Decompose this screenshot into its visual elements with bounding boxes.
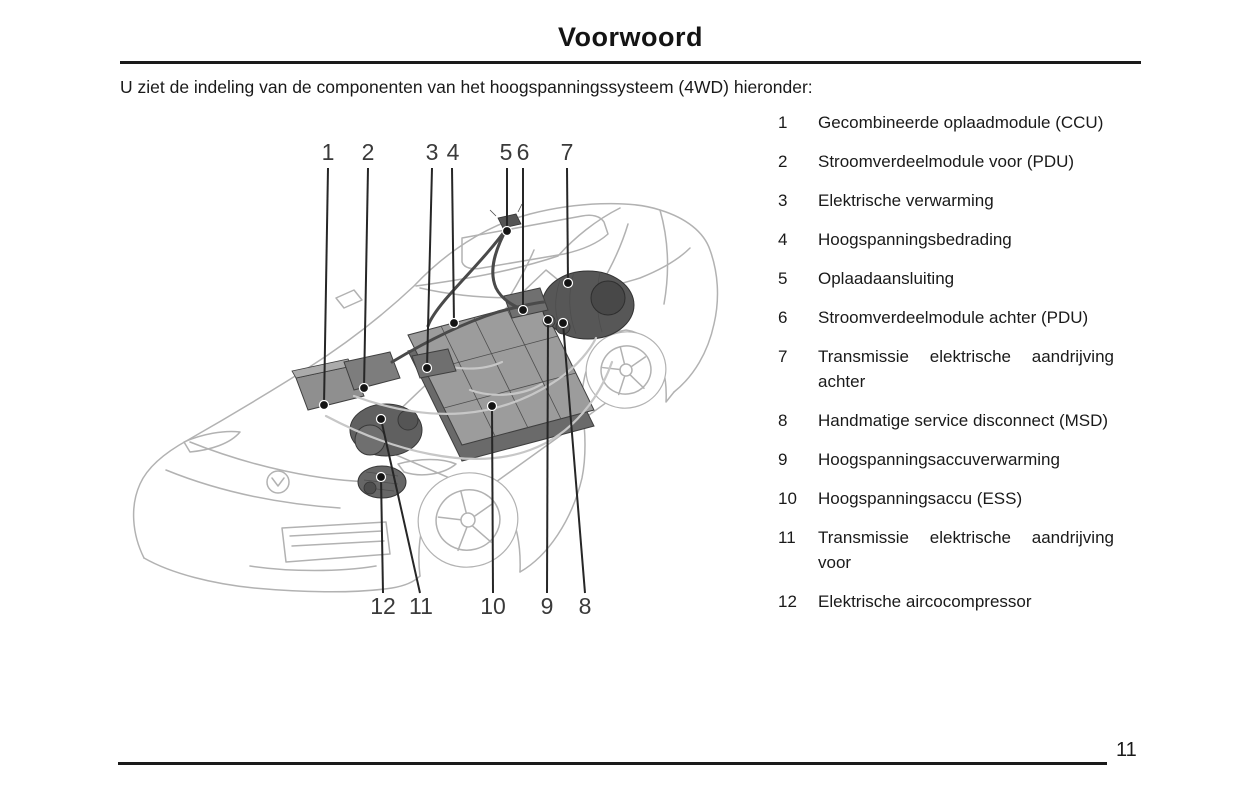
headlight-right [397, 458, 457, 476]
front-drive-components [291, 348, 457, 499]
callout-numbers: 1 2 3 4 5 6 7 12 11 10 9 8 [322, 139, 592, 619]
callout-9: 9 [541, 593, 554, 619]
license-plate [281, 521, 391, 563]
legend-item-number: 5 [778, 269, 788, 288]
intro-text: U ziet de indeling van de componenten va… [120, 77, 813, 97]
legend-item-label: Elektrische aircocompressor [818, 592, 1032, 611]
legend-item-number: 10 [778, 489, 797, 508]
legend-item-number: 12 [778, 592, 797, 611]
legend-item-number: 11 [778, 528, 796, 547]
legend-item-label: Transmissie elektrische aandrijving acht… [818, 347, 1114, 391]
callout-4: 4 [447, 139, 460, 165]
callout-5: 5 [500, 139, 513, 165]
page-header: Voorwoord [120, 22, 1141, 53]
brand-badge [266, 470, 290, 494]
legend-item-label: Hoogspanningsaccu (ESS) [818, 489, 1023, 508]
car-illustration [132, 202, 719, 593]
legend-item: 4 Hoogspanningsbedrading [778, 227, 1123, 252]
legend-item-number: 6 [778, 308, 788, 327]
legend-item-number: 2 [778, 152, 788, 171]
callout-8: 8 [579, 593, 592, 619]
rear-pdu-module [503, 287, 549, 319]
charge-cable [491, 226, 525, 312]
legend-item: 12 Elektrische aircocompressor [778, 589, 1123, 614]
legend-item: 6 Stroomverdeelmodule achter (PDU) [778, 305, 1123, 330]
callout-2: 2 [362, 139, 375, 165]
legend-item-label: Hoogspanningsaccuverwarming [818, 450, 1060, 469]
legend-item-label: Oplaadaansluiting [818, 269, 955, 288]
legend-item: 7 Transmissie elektrische aandrijving ach… [778, 344, 1123, 394]
legend-item-number: 4 [778, 230, 788, 249]
legend-item: 11 Transmissie elektrische aandrijving vo… [778, 525, 1123, 575]
page-title: Voorwoord [558, 22, 703, 52]
legend-item: 9 Hoogspanningsaccuverwarming [778, 447, 1123, 472]
legend-item-label: Hoogspanningsbedrading [818, 230, 1012, 249]
legend-item-number: 8 [778, 411, 788, 430]
legend-item: 10 Hoogspanningsaccu (ESS) [778, 486, 1123, 511]
legend-item: 1 Gecombineerde oplaadmodule (CCU) [778, 110, 1123, 135]
callout-11: 11 [409, 593, 433, 619]
legend-item-label: Stroomverdeelmodule achter (PDU) [818, 308, 1089, 327]
legend-item: 5 Oplaadaansluiting [778, 266, 1123, 291]
legend-item-label: Stroomverdeelmodule voor (PDU) [818, 152, 1075, 171]
legend-item-number: 3 [778, 191, 788, 210]
charge-port [497, 213, 522, 229]
legend-item-number: 7 [778, 347, 788, 366]
footer-rule [118, 762, 1107, 765]
leader-lines [318, 167, 586, 594]
page-number: 11 [1116, 739, 1137, 761]
legend-item: 2 Stroomverdeelmodule voor (PDU) [778, 149, 1123, 174]
legend-item: 8 Handmatige service disconnect (MSD) [778, 408, 1123, 433]
hv-cables [324, 203, 614, 460]
header-rule [120, 61, 1141, 64]
callout-3: 3 [426, 139, 439, 165]
hv-wiring [390, 300, 546, 364]
callout-6: 6 [517, 139, 530, 165]
callout-7: 7 [561, 139, 574, 165]
legend-item-number: 1 [778, 113, 788, 132]
headlight-left [183, 430, 241, 453]
callout-12: 12 [370, 593, 396, 619]
callout-10: 10 [480, 593, 506, 619]
hv-system-diagram: 1 2 3 4 5 6 7 12 11 10 9 8 [132, 139, 719, 619]
front-wheel [417, 472, 519, 568]
callout-1: 1 [322, 139, 335, 165]
legend-item-label: Handmatige service disconnect (MSD) [818, 411, 1109, 430]
legend-item: 3 Elektrische verwarming [778, 188, 1123, 213]
legend-item-label: Transmissie elektrische aandrijving voor [818, 528, 1114, 572]
side-mirror [335, 289, 363, 309]
rear-wheel [585, 331, 667, 409]
legend-item-number: 9 [778, 450, 788, 469]
sunroof-outline [461, 214, 609, 270]
front-pdu-module [343, 351, 401, 391]
legend-item-label: Elektrische verwarming [818, 191, 994, 210]
legend-item-label: Gecombineerde oplaadmodule (CCU) [818, 113, 1104, 132]
